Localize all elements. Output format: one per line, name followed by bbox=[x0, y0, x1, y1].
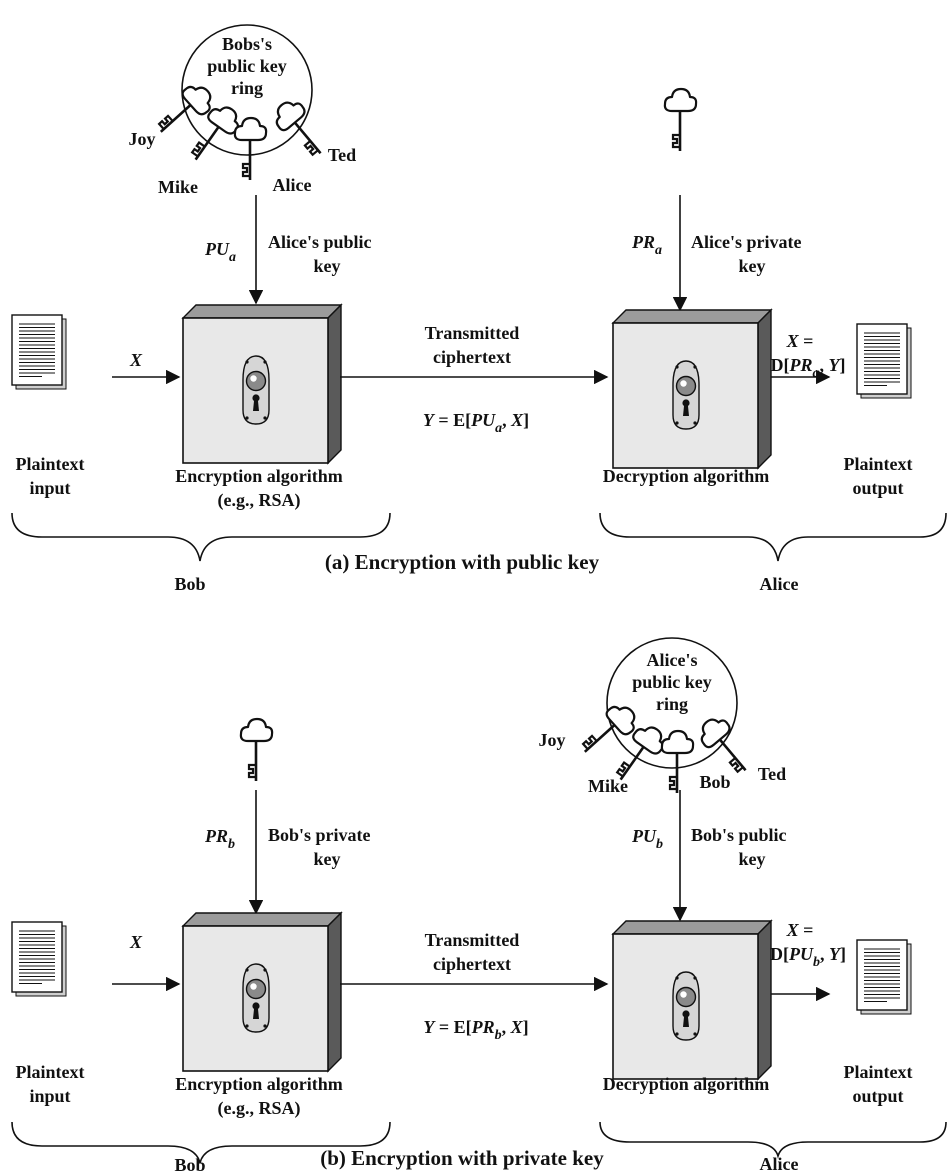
key-label-mike-b: Mike bbox=[588, 776, 628, 796]
decryption-box-b bbox=[612, 920, 772, 1080]
keyring-circle-b bbox=[606, 637, 738, 769]
alice-brace-b bbox=[599, 1121, 947, 1159]
caption-a: (a) Encryption with public key bbox=[325, 550, 600, 574]
encryption-box-a bbox=[182, 304, 342, 464]
key-label-alice-a: Alice bbox=[273, 175, 312, 195]
keyring-title-a-line2: public key bbox=[207, 56, 287, 76]
key-label-joy-a: Joy bbox=[129, 129, 156, 149]
plaintext-input-label-a-line2: input bbox=[29, 478, 70, 498]
keyring-title-b-line1: Alice's bbox=[647, 650, 698, 670]
plaintext-output-label-a-line2: output bbox=[852, 478, 903, 498]
key-icon-ted-a bbox=[267, 94, 335, 165]
input-symbol-a: X bbox=[129, 350, 143, 370]
alice-brace-a bbox=[599, 512, 947, 562]
enc-key-label-b-line1: Bob's private bbox=[268, 825, 371, 845]
x-equation-b-line1: X = bbox=[786, 920, 814, 940]
key-label-joy-b: Joy bbox=[539, 730, 566, 750]
key-icon-joy-a bbox=[149, 77, 219, 146]
keyring-title-a-line1: Bobs's bbox=[222, 34, 272, 54]
keyring-title-b-line3: ring bbox=[656, 694, 688, 714]
x-equation-b-line2: D[PUb, Y] bbox=[770, 944, 846, 970]
plaintext-output-label-b-line2: output bbox=[852, 1086, 903, 1106]
keyring-title-a-line3: ring bbox=[231, 78, 263, 98]
key-label-ted-b: Ted bbox=[758, 764, 786, 784]
plaintext-output-label-b-line1: Plaintext bbox=[844, 1062, 913, 1082]
key-icon-ted-b bbox=[692, 711, 760, 782]
enc-key-symbol-b: PRb bbox=[204, 826, 235, 852]
bob-brace-b bbox=[11, 1121, 391, 1164]
key-label-bob-b: Bob bbox=[699, 772, 730, 792]
left-party-a: Bob bbox=[174, 574, 205, 594]
key-icon-private-a bbox=[663, 87, 698, 153]
dec-key-label-a-line1: Alice's private bbox=[691, 232, 801, 252]
x-equation-a-line1: X = bbox=[786, 331, 814, 351]
y-equation-b: Y = E[PRb, X] bbox=[423, 1017, 528, 1043]
plaintext-output-doc-b bbox=[856, 939, 912, 1015]
dec-key-label-b-line1: Bob's public bbox=[691, 825, 787, 845]
plaintext-input-doc-a bbox=[11, 314, 67, 390]
key-icon-bob-b bbox=[660, 729, 695, 795]
enc-key-label-a-line2: key bbox=[314, 256, 341, 276]
right-party-a: Alice bbox=[760, 574, 799, 594]
decryption-box-a bbox=[612, 309, 772, 469]
keyring-title-b-line2: public key bbox=[632, 672, 712, 692]
caption-b: (b) Encryption with private key bbox=[320, 1146, 604, 1170]
panel-b: Alice's public key ring Joy Mike Bob Ted… bbox=[11, 637, 947, 1173]
enc-key-label-a-line1: Alice's public bbox=[268, 232, 372, 252]
right-party-b: Alice bbox=[760, 1154, 799, 1173]
enc-algo-label-a-line2: (e.g., RSA) bbox=[218, 490, 301, 511]
transmitted-a-line1: Transmitted bbox=[425, 323, 520, 343]
panel-a: Bobs's public key ring Joy Mike Alice Te… bbox=[11, 24, 947, 594]
left-party-b: Bob bbox=[174, 1155, 205, 1173]
transmitted-a-line2: ciphertext bbox=[433, 347, 511, 367]
plaintext-input-doc-b bbox=[11, 921, 67, 997]
key-label-mike-a: Mike bbox=[158, 177, 198, 197]
key-icon-alice-a bbox=[233, 116, 268, 182]
dec-algo-label-b: Decryption algorithm bbox=[603, 1074, 769, 1094]
plaintext-input-label-a-line1: Plaintext bbox=[16, 454, 85, 474]
enc-key-label-b-line2: key bbox=[314, 849, 341, 869]
dec-key-symbol-b: PUb bbox=[631, 826, 663, 852]
transmitted-b-line1: Transmitted bbox=[425, 930, 520, 950]
encryption-box-b bbox=[182, 912, 342, 1072]
plaintext-input-label-b-line2: input bbox=[29, 1086, 70, 1106]
enc-key-symbol-a: PUa bbox=[204, 239, 236, 265]
y-equation-a: Y = E[PUa, X] bbox=[423, 410, 529, 436]
keyring-circle-a bbox=[181, 24, 313, 156]
key-label-ted-a: Ted bbox=[328, 145, 356, 165]
plaintext-output-doc-a bbox=[856, 323, 912, 399]
dec-key-symbol-a: PRa bbox=[631, 232, 662, 258]
dec-algo-label-a: Decryption algorithm bbox=[603, 466, 769, 486]
bob-brace-a bbox=[11, 512, 391, 562]
enc-algo-label-b-line2: (e.g., RSA) bbox=[218, 1098, 301, 1119]
transmitted-b-line2: ciphertext bbox=[433, 954, 511, 974]
plaintext-output-label-a-line1: Plaintext bbox=[844, 454, 913, 474]
input-symbol-b: X bbox=[129, 932, 143, 952]
plaintext-input-label-b-line1: Plaintext bbox=[16, 1062, 85, 1082]
dec-key-label-a-line2: key bbox=[739, 256, 766, 276]
enc-algo-label-b-line1: Encryption algorithm bbox=[175, 1074, 343, 1094]
dec-key-label-b-line2: key bbox=[739, 849, 766, 869]
x-equation-a-line2: D[PRa, Y] bbox=[770, 355, 845, 381]
enc-algo-label-a-line1: Encryption algorithm bbox=[175, 466, 343, 486]
key-icon-private-b bbox=[239, 717, 274, 783]
